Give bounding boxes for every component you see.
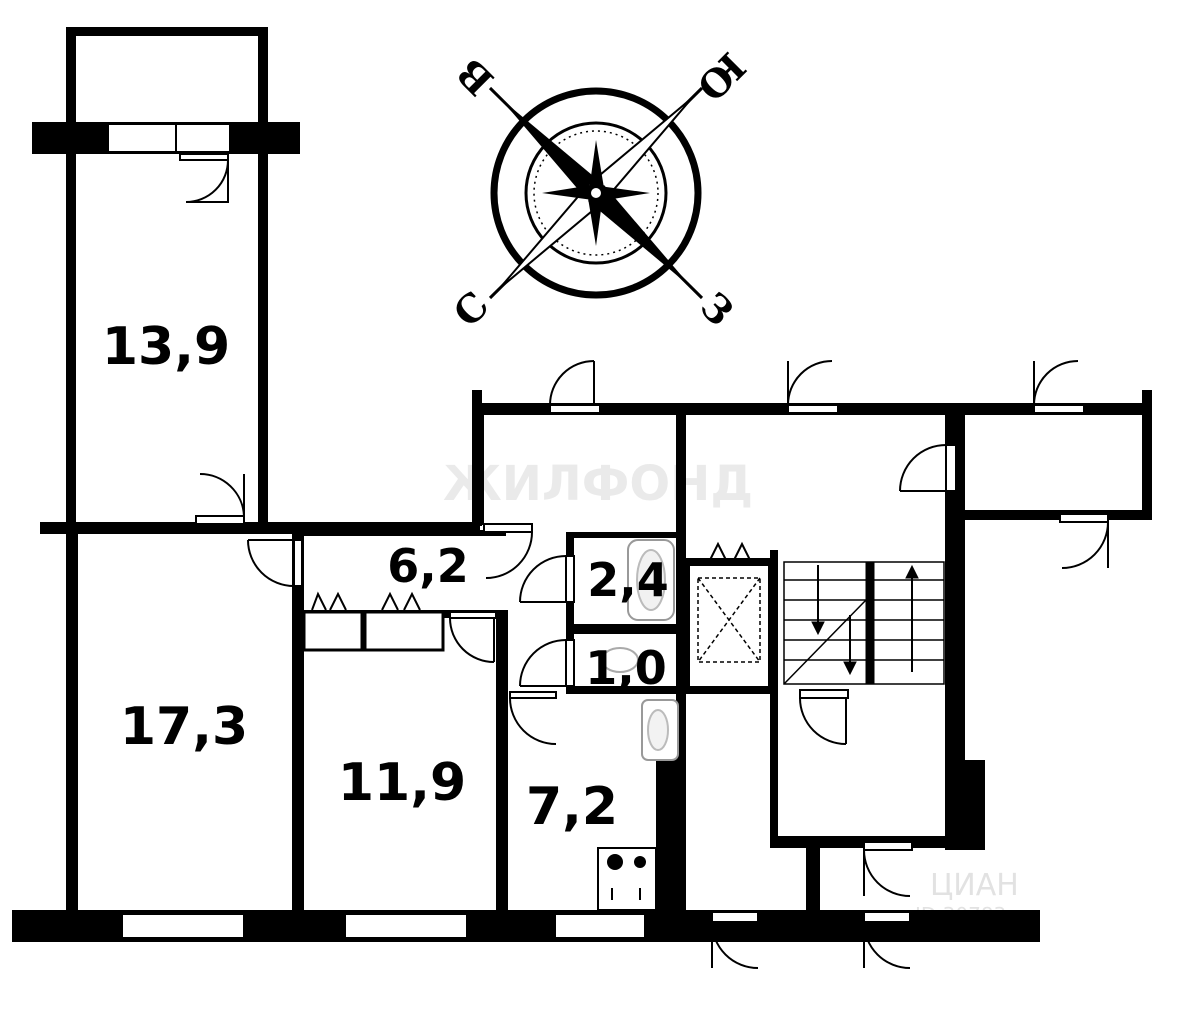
area-bathroom: 2,4 xyxy=(587,553,669,607)
windows xyxy=(107,123,646,939)
area-large-room: 17,3 xyxy=(120,697,248,757)
sink xyxy=(641,699,679,761)
toilet-fixture xyxy=(601,647,639,673)
compass-label-south: Ю xyxy=(688,44,754,110)
area-middle-room: 11,9 xyxy=(338,753,466,813)
bathtub xyxy=(627,539,675,621)
stove xyxy=(597,847,657,911)
compass-label-east: В xyxy=(448,50,503,105)
closets xyxy=(302,541,751,652)
watermark-main: ЖИЛФОНД xyxy=(443,456,753,512)
doors xyxy=(179,153,1109,969)
compass-label-west: З xyxy=(691,283,742,334)
watermark-corner-brand: ЦИАН xyxy=(930,868,1019,903)
area-kitchen: 7,2 xyxy=(526,777,618,837)
staircase xyxy=(783,561,945,685)
area-balcony: 13,9 xyxy=(102,317,230,377)
elevator-shaft xyxy=(682,558,776,694)
compass-rose xyxy=(488,86,704,300)
area-toilet: 1,0 xyxy=(585,641,667,695)
area-hallway: 6,2 xyxy=(387,539,469,593)
compass-label-north: С xyxy=(444,282,497,335)
